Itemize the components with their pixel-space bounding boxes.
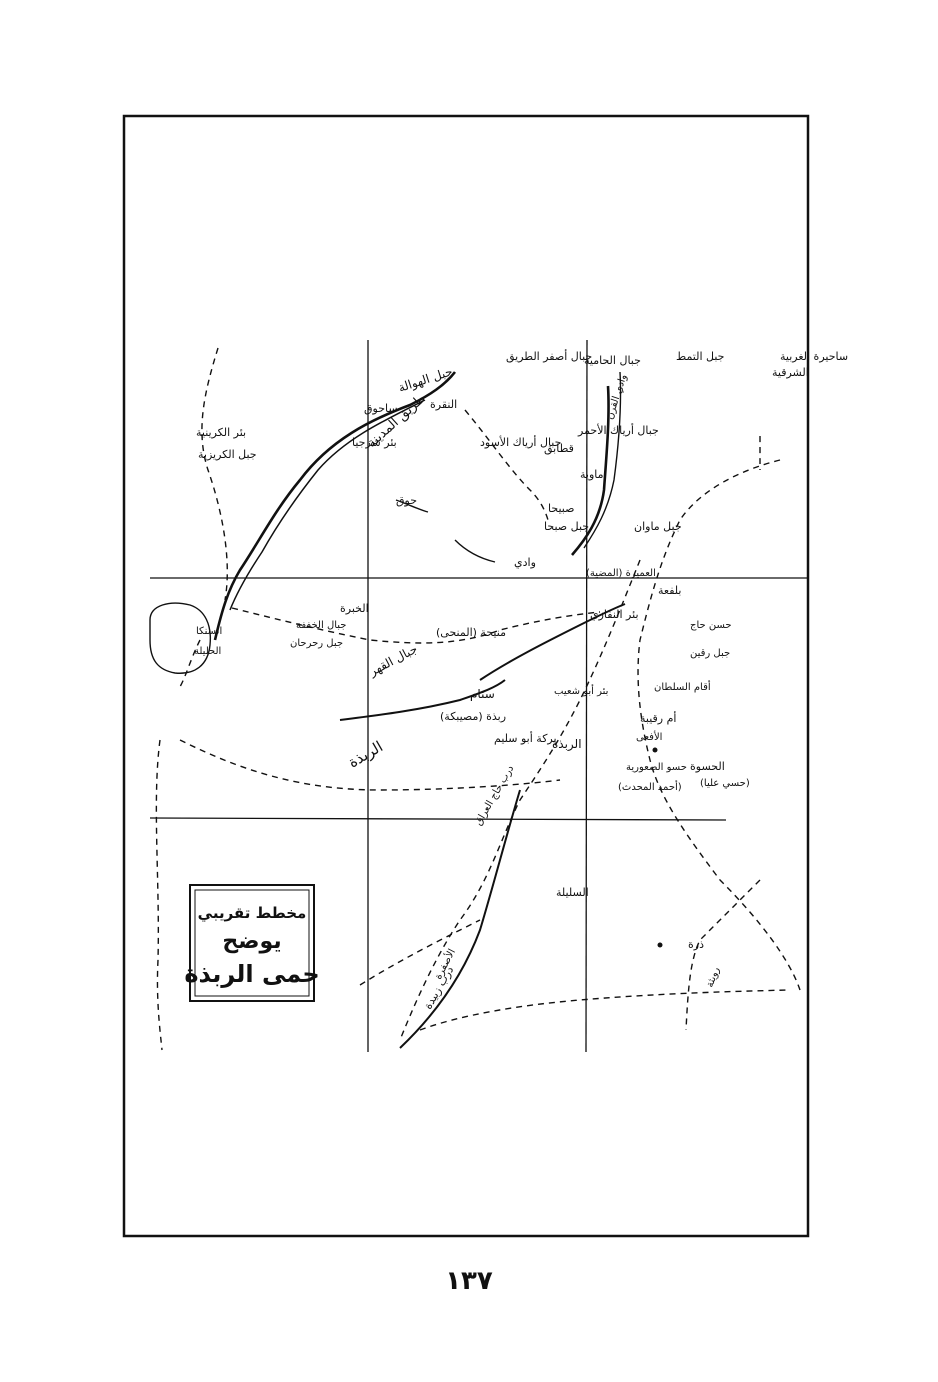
track-center-diag	[399, 559, 641, 1041]
label-bir-alnafazi: بئر النفازي	[590, 608, 639, 621]
route-madina-road-inner	[229, 399, 426, 611]
label-alsinnaka: السنكا	[196, 626, 222, 637]
label-sanam: سنام	[470, 687, 495, 701]
legend-inner-border	[194, 889, 310, 997]
label-birkat-abu-salim: بركة أبو سليم	[494, 731, 557, 745]
route-rabadha-curve-2	[339, 679, 506, 721]
label-huq: حوق	[396, 494, 417, 507]
track-center-lower	[359, 919, 481, 986]
label-sharqiya: الشرقية	[772, 366, 809, 379]
label-bir-alkuraynia: بئر الكرينية	[196, 426, 246, 439]
label-jabal-mawan: جبل ماوان	[634, 520, 682, 533]
label-bir-abu-shuaib: بئر أبو شعيب	[554, 684, 608, 697]
label-wadi: وادي	[514, 556, 536, 569]
track-far-west	[155, 739, 163, 1051]
route-rabadha-curve	[479, 603, 626, 681]
label-rabdha-musaybika: ربذة (مصيبكة)	[440, 710, 506, 723]
label-jabal-sabha: جبل صبحا	[544, 520, 589, 533]
grid-lines	[149, 339, 808, 1053]
locality-sinnaka-circle	[149, 602, 212, 674]
label-bir-sharjiya: بئر شرجيا	[352, 436, 397, 449]
label-balfa: بلفعة	[658, 584, 681, 597]
label-alkhabra: الخبرة	[340, 602, 369, 615]
label-jibal-asmar-altariq: جبال أصفر الطريق	[506, 349, 592, 364]
route-huq	[395, 499, 429, 513]
label-hasi-alalya: (حسي عليا)	[700, 778, 750, 789]
route-madina-road	[213, 371, 457, 641]
label-alsulayla: السليلة	[556, 886, 589, 899]
route-east-inner	[583, 371, 622, 549]
label-qatabiq: قطابق	[544, 442, 574, 456]
track-south-west	[179, 739, 561, 791]
legend-box: مخطط تقريبي يوضح حمى الربذة	[184, 884, 320, 1002]
label-munayha: منيحة (المنحى)	[436, 626, 506, 639]
track-mid-line	[231, 607, 601, 644]
track-east-long	[637, 459, 801, 991]
label-jabal-alkuraynia: جبل الكريزية	[198, 448, 257, 461]
label-alghalilaq: الحليلة	[194, 646, 221, 657]
label-sahuq: ساحوق	[364, 402, 398, 415]
track-se-branch	[685, 879, 761, 1031]
label-jabal-alhawalla: جبل الهوالة	[397, 364, 455, 396]
label-jabal-ruhan: جبل رحرحان	[290, 638, 343, 649]
legend-title-line1: مخطط تقريبي	[198, 904, 307, 922]
label-ahmad-almahdath: (أحمد المحدث)	[618, 780, 682, 793]
label-alhusayniyya: الأصفرة	[431, 946, 458, 981]
label-umm-ruqaiba: أم رقيبة	[640, 711, 676, 725]
label-jabal-altamt: جبل التمط	[676, 350, 724, 363]
track-west-vertical	[201, 347, 228, 601]
legend-title-line2: يوضح	[222, 929, 281, 954]
label-hassan-hajj: حسن حاج	[690, 620, 732, 631]
label-jibal-alkhaffa: جبال الخففة	[296, 620, 346, 631]
label-alhasuwa: الحسوة	[690, 760, 725, 773]
label-jibal-alhamiya: جبال الحامية	[584, 354, 641, 367]
label-alrabadha: الربذة	[552, 737, 582, 752]
label-dhurra: ذرة	[688, 938, 704, 951]
label-pass-east-west: ساحيرة الغربية	[780, 350, 848, 363]
track-nw-diag	[464, 409, 549, 521]
route-south	[399, 789, 521, 1049]
grid-line-v2	[585, 339, 588, 1053]
label-jabal-raqin: جبل رقين	[690, 648, 730, 659]
label-jibal-alqahr: جبال القهر	[366, 642, 420, 680]
map-frame	[122, 114, 810, 1238]
label-mushayjar: صبيحا	[548, 502, 574, 515]
label-darb-alhujjaj: درب حاج العراق	[473, 764, 516, 828]
label-annaqra: النقرة	[430, 398, 457, 411]
legend-outer-border	[189, 884, 315, 1002]
label-alumayriyya: العميرة (المضية)	[586, 568, 656, 579]
route-east-road	[571, 385, 610, 556]
page-number: ١٣٧	[445, 1266, 493, 1296]
grid-line-h2	[149, 817, 727, 821]
route-wadi	[454, 539, 496, 563]
label-jibal-aryak-alahmar: جبال أرياك الأحمر	[577, 423, 659, 437]
dashed-tracks	[155, 347, 801, 1051]
label-jibal-aryak-alaswad: جبال أرياك الأسود	[480, 435, 561, 449]
label-ruwaythi: رويثة	[704, 966, 722, 989]
legend-title-line3: حمى الربذة	[184, 960, 319, 988]
label-alaqam-alsultan: أقام السلطان	[654, 680, 711, 693]
label-alrabadha-big: الربذة	[345, 737, 386, 771]
label-alafas: الأفعى	[636, 730, 662, 743]
label-mawiyya: ماوية	[580, 468, 604, 481]
track-west-lower	[177, 639, 201, 691]
label-hasaw-alsamuriya: حسو الصعورية	[626, 762, 687, 773]
point-marker-dhurra	[657, 942, 663, 948]
point-marker-hasuwa	[652, 747, 658, 753]
routes	[213, 371, 626, 1049]
track-bottom	[419, 989, 791, 1031]
